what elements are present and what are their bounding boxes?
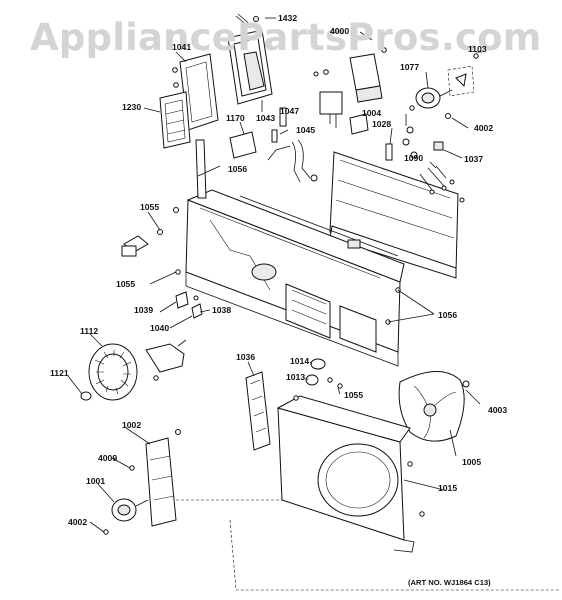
callout-4002-top[interactable]: 4002 [474,123,493,133]
callout-4002-bottom[interactable]: 4002 [68,517,87,527]
callout-4003[interactable]: 4003 [488,405,507,415]
callout-1077[interactable]: 1077 [400,62,419,72]
callout-1121[interactable]: 1121 [50,368,69,378]
callout-1015[interactable]: 1015 [438,483,457,493]
callout-1001[interactable]: 1001 [86,476,105,486]
callout-labels: 1432 4000 1103 1041 1077 1230 1043 1047 … [50,13,507,527]
callout-1039[interactable]: 1039 [134,305,153,315]
callout-1013[interactable]: 1013 [286,372,305,382]
callout-1170[interactable]: 1170 [226,113,245,123]
callout-1037[interactable]: 1037 [464,154,483,164]
callout-1028[interactable]: 1028 [372,119,391,129]
callout-1005[interactable]: 1005 [462,457,481,467]
callout-4000[interactable]: 4000 [330,26,349,36]
callout-1045[interactable]: 1045 [296,125,315,135]
callout-1112[interactable]: 1112 [80,326,98,336]
callout-1055-upper[interactable]: 1055 [140,202,159,212]
callout-1056-top[interactable]: 1056 [228,164,247,174]
callout-1036[interactable]: 1036 [236,352,255,362]
callout-1432[interactable]: 1432 [278,13,297,23]
parts-artwork [80,13,560,591]
callout-1038[interactable]: 1038 [212,305,231,315]
callout-1103[interactable]: 1103 [468,44,487,54]
callout-1090[interactable]: 1090 [404,153,423,163]
callout-1043[interactable]: 1043 [256,113,275,123]
watermark-text: AppliancePartsPros.com [30,16,542,59]
leader-lines [67,17,482,533]
callout-1055-lower[interactable]: 1055 [344,390,363,400]
callout-1004[interactable]: 1004 [362,108,381,118]
callout-1056-right[interactable]: 1056 [438,310,457,320]
callout-1055-middle[interactable]: 1055 [116,279,135,289]
callout-1230[interactable]: 1230 [122,102,141,112]
callout-1040[interactable]: 1040 [150,323,169,333]
callout-1014[interactable]: 1014 [290,356,309,366]
callout-1002[interactable]: 1002 [122,420,141,430]
art-number: (ART NO. WJ1864 C13) [408,578,491,587]
callout-4009[interactable]: 4009 [98,453,117,463]
callout-1047[interactable]: 1047 [280,106,299,116]
callout-1041[interactable]: 1041 [172,42,191,52]
